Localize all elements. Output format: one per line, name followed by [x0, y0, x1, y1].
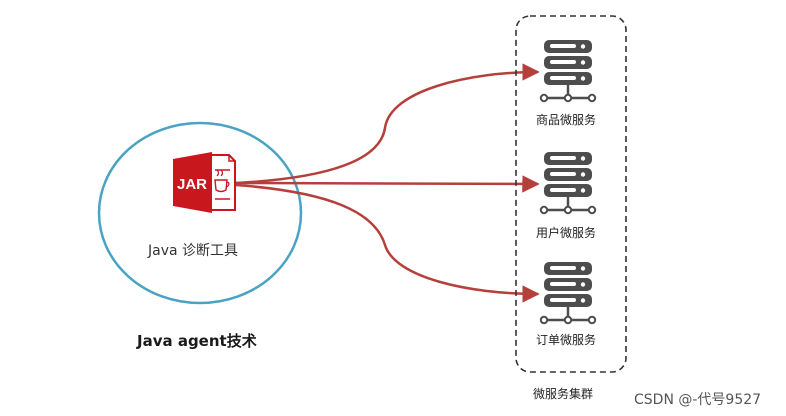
arrow-to-order-service	[235, 183, 540, 303]
server-icon	[539, 262, 597, 325]
java-agent-label: Java agent技术	[137, 332, 257, 350]
product-service-label: 商品微服务	[536, 113, 597, 127]
user-service-label: 用户微服务	[536, 226, 597, 240]
server-icon	[539, 40, 597, 103]
jar-file-icon: JAR	[173, 152, 236, 213]
arrow-to-product-service	[235, 63, 540, 185]
diagnostic-tool-circle	[97, 121, 303, 305]
diagnostic-tool-label: Java 诊断工具	[148, 243, 239, 259]
microservice-cluster-box	[515, 15, 627, 373]
jar-label: JAR	[177, 176, 207, 193]
arrow-to-user-service	[235, 175, 540, 193]
server-icon	[539, 152, 597, 215]
microservice-cluster-label: 微服务集群	[533, 387, 594, 401]
csdn-watermark: CSDN @-代号9527	[634, 392, 762, 408]
order-service-label: 订单微服务	[536, 333, 597, 347]
